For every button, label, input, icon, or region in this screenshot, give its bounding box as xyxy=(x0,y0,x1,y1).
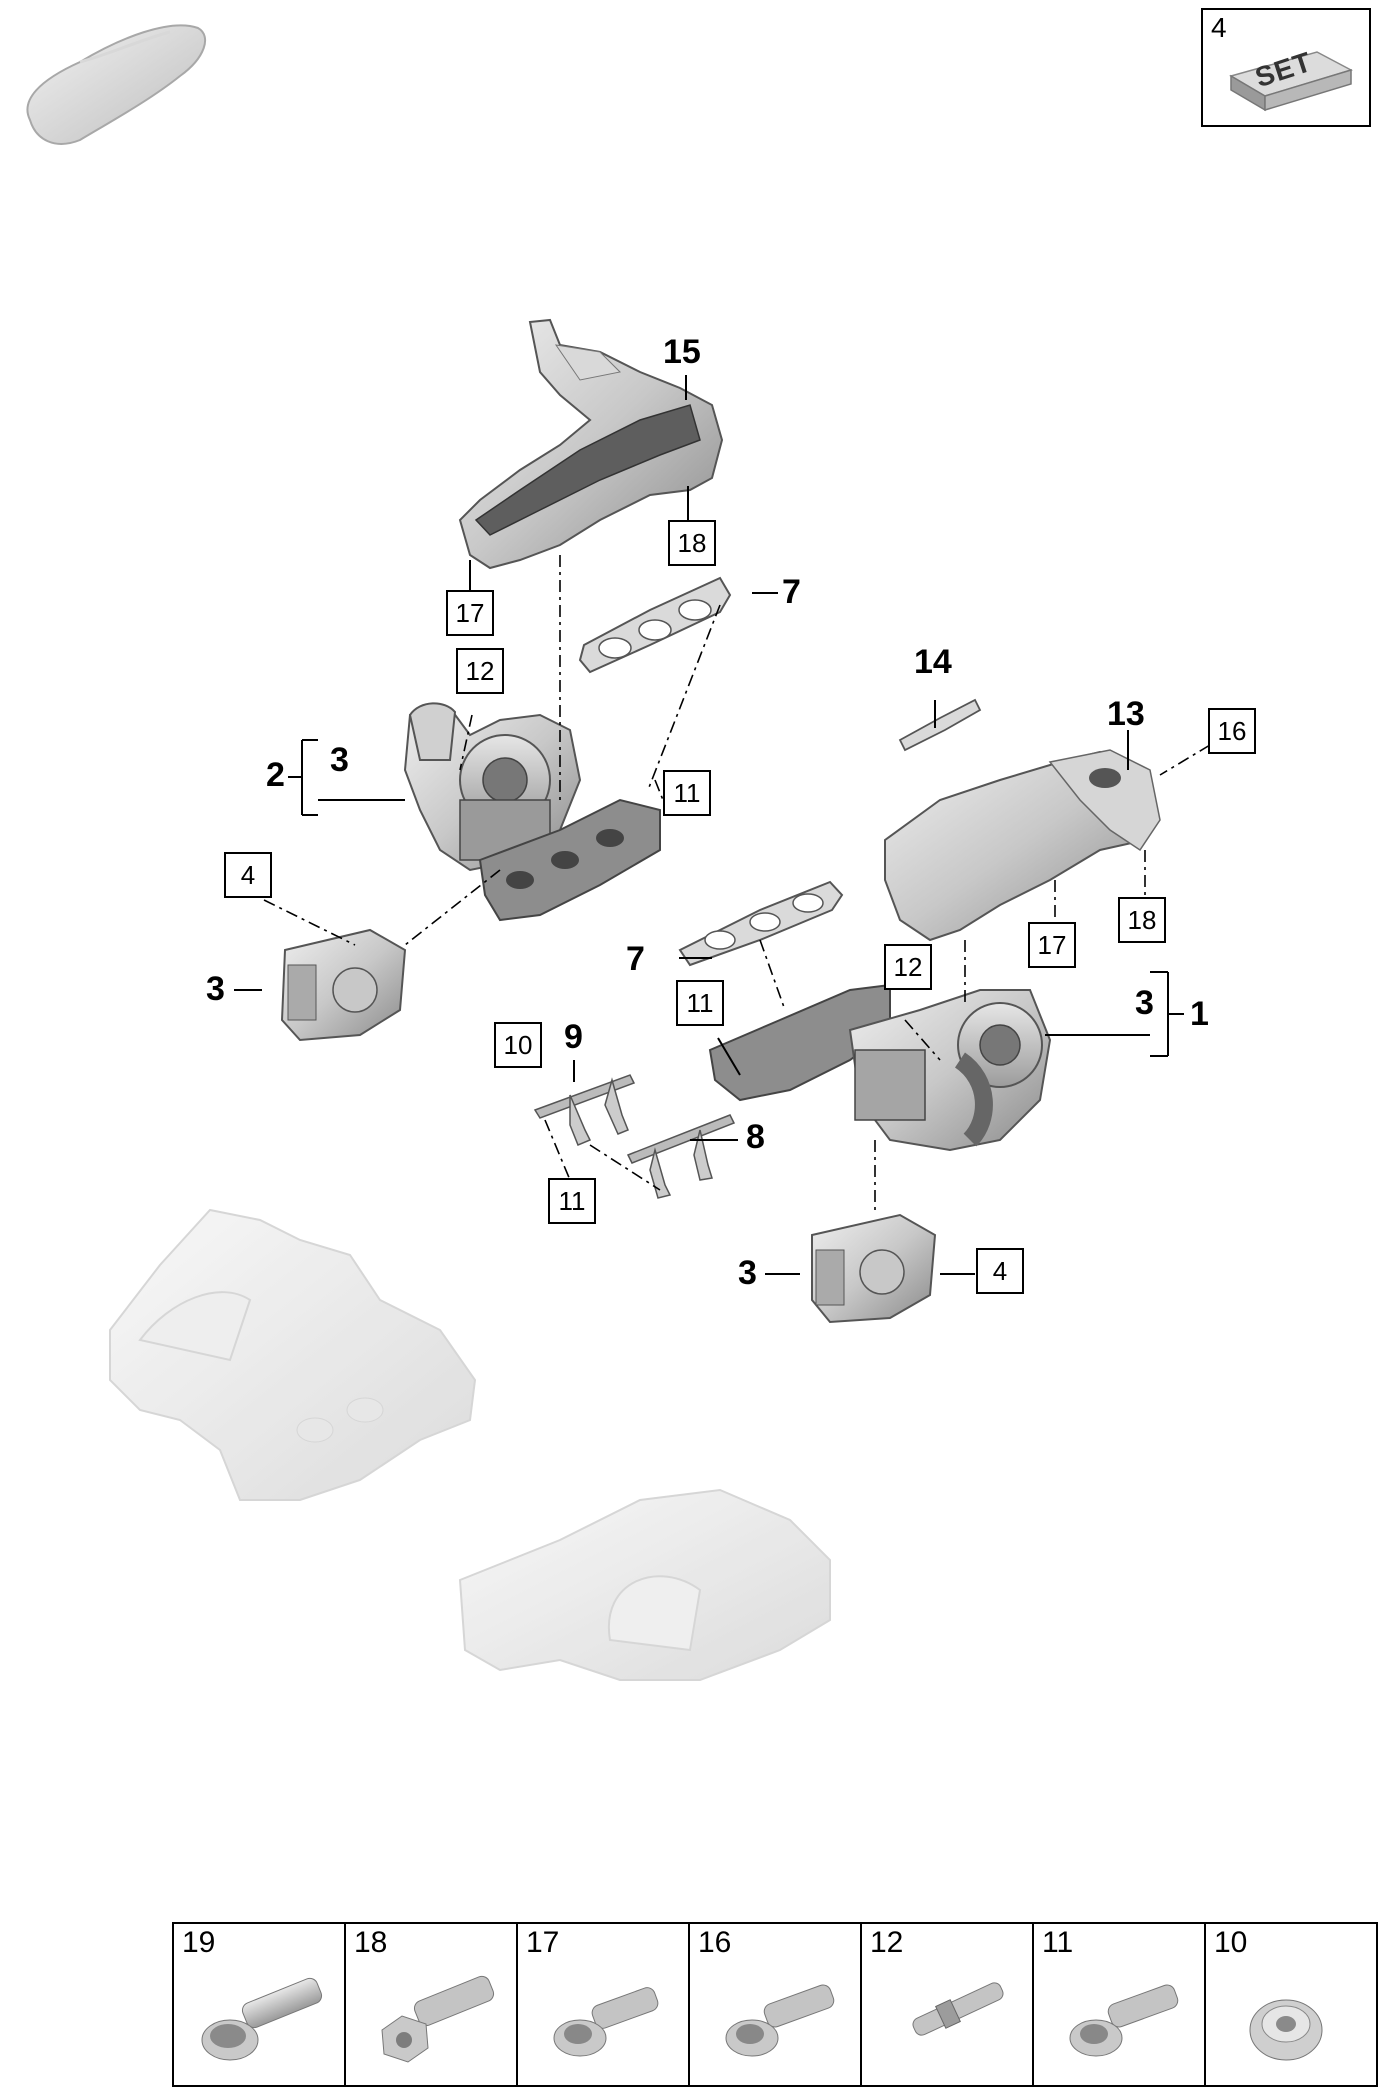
fastener-cell: 10 xyxy=(1206,1924,1376,2085)
callout-3-left-group: 3 xyxy=(330,741,349,779)
fastener-cell: 16 xyxy=(690,1924,862,2085)
fastener-number: 17 xyxy=(526,1926,560,1959)
turbocharger-right xyxy=(708,983,1052,1152)
fastener-number: 12 xyxy=(870,1926,904,1959)
callout-7-upper: 7 xyxy=(782,573,801,611)
fastener-cell: 17 xyxy=(518,1924,690,2085)
fastener-number: 18 xyxy=(354,1926,388,1959)
callout-3-right-actuator: 3 xyxy=(738,1254,757,1292)
set-badge-number: 4 xyxy=(1211,12,1227,43)
turbocharger-left xyxy=(403,702,661,922)
gasket-upper xyxy=(578,576,732,674)
box-label-10: 10 xyxy=(494,1022,542,1068)
box-label-18-right: 18 xyxy=(1118,897,1166,943)
fastener-number: 10 xyxy=(1214,1926,1248,1959)
fastener-cell: 12 xyxy=(862,1924,1034,2085)
set-box-icon xyxy=(1229,51,1353,112)
stud-icon xyxy=(912,1982,1004,2036)
box-label-16: 16 xyxy=(1208,708,1256,754)
gasket-lower xyxy=(678,880,844,967)
exploded-view-drawing xyxy=(109,318,1211,1681)
callout-3-right-group: 3 xyxy=(1135,984,1154,1022)
torx-nut-icon xyxy=(1249,1999,1323,2061)
hex-bolt-icon xyxy=(381,1975,495,2063)
set-badge: 4 SET xyxy=(1201,8,1371,127)
dash-dot-lines xyxy=(263,555,1211,1215)
fastener-number: 11 xyxy=(1042,1926,1074,1959)
callout-8: 8 xyxy=(746,1118,765,1156)
box-label-17-upper: 17 xyxy=(446,590,494,636)
callout-14: 14 xyxy=(914,643,952,681)
box-label-17-right: 17 xyxy=(1028,922,1076,968)
leader-lines xyxy=(234,375,1184,1275)
box-label-11-lower: 11 xyxy=(548,1178,596,1224)
box-label-11-middle: 11 xyxy=(676,980,724,1026)
fastener-legend-table: 19 18 17 16 xyxy=(172,1922,1378,2087)
torx-bolt-icon xyxy=(725,1984,835,2057)
callout-15: 15 xyxy=(663,333,701,371)
box-label-11-upper: 11 xyxy=(663,770,711,816)
fastener-cell: 19 xyxy=(174,1924,346,2085)
actuator-right xyxy=(811,1213,937,1324)
gasket-14 xyxy=(898,698,982,752)
callout-7-lower: 7 xyxy=(626,940,645,978)
heat-shield-right xyxy=(884,749,1161,942)
box-label-4-left: 4 xyxy=(224,852,272,898)
torx-bolt-icon xyxy=(1069,1984,1179,2057)
callout-13: 13 xyxy=(1107,695,1145,733)
box-label-4-right: 4 xyxy=(976,1248,1024,1294)
fastener-cell: 18 xyxy=(346,1924,518,2085)
fastener-number: 16 xyxy=(698,1926,732,1959)
box-label-12-right: 12 xyxy=(884,944,932,990)
callout-9: 9 xyxy=(564,1018,583,1056)
torx-bolt-icon xyxy=(553,1987,659,2057)
installed-location-view-left xyxy=(109,1208,477,1501)
heat-shield-upper xyxy=(458,318,724,570)
callout-3-left-actuator: 3 xyxy=(206,970,225,1008)
box-label-18-upper: 18 xyxy=(668,520,716,566)
installed-location-view-center xyxy=(458,1488,831,1681)
box-label-12-upper: 12 xyxy=(456,648,504,694)
callout-2: 2 xyxy=(266,756,285,794)
fastener-number: 19 xyxy=(182,1926,216,1959)
torx-bolt-icon xyxy=(201,1977,323,2061)
fastener-cell: 11 xyxy=(1034,1924,1206,2085)
actuator-left xyxy=(280,928,407,1042)
vehicle-silhouette-icon xyxy=(26,24,207,145)
callout-1: 1 xyxy=(1190,995,1209,1033)
